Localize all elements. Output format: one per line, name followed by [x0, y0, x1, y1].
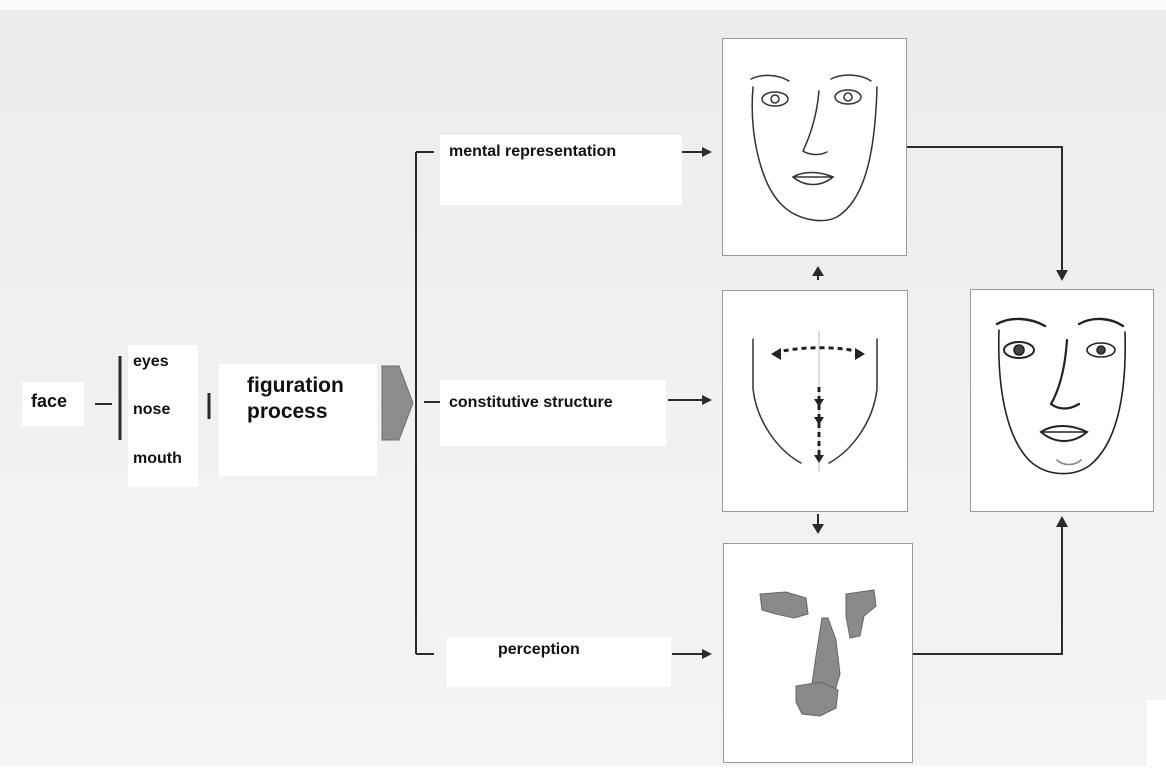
constitutive-structure-face-panel — [722, 290, 908, 512]
arrowhead-mental — [702, 147, 712, 157]
perception-face-drawing — [724, 544, 914, 764]
perception-label: perception — [498, 641, 580, 659]
perception-left-eye-patch — [760, 592, 808, 618]
figuration-label-line1: figuration — [247, 373, 344, 399]
arrowhead-final-bottom — [1056, 516, 1068, 527]
top-edge — [0, 0, 1166, 10]
block-arrow-icon — [382, 366, 413, 440]
arrow-perception-to-final — [913, 526, 1062, 654]
arrowhead-structure — [702, 395, 712, 405]
right-edge-strip — [1146, 700, 1166, 776]
arrowhead-final-top — [1056, 270, 1068, 281]
mental-face-drawing — [723, 39, 908, 257]
arrowhead-up-mental — [812, 266, 824, 276]
mouth-label: mouth — [133, 450, 182, 468]
perception-right-eye-patch — [846, 590, 876, 638]
final-face-panel — [970, 289, 1154, 512]
mental-representation-face-panel — [722, 38, 907, 256]
constitutive-structure-box — [440, 380, 666, 446]
nose-label: nose — [133, 401, 170, 419]
arrowhead-down-perception — [812, 524, 824, 534]
final-face-drawing — [971, 290, 1155, 513]
bottom-edge-strip — [0, 766, 1166, 776]
arrow-mental-to-final — [907, 147, 1062, 272]
arrowhead-perception — [702, 649, 712, 659]
constitutive-structure-label: constitutive structure — [449, 394, 613, 412]
perception-mouth-patch — [796, 682, 838, 716]
figuration-label-line2: process — [247, 399, 344, 425]
figuration-process-label: figuration process — [247, 373, 344, 425]
perception-face-panel — [723, 543, 913, 763]
structure-face-drawing — [723, 291, 909, 513]
mental-representation-label: mental representation — [449, 143, 616, 161]
eyes-label: eyes — [133, 353, 169, 371]
face-label: face — [31, 391, 67, 412]
